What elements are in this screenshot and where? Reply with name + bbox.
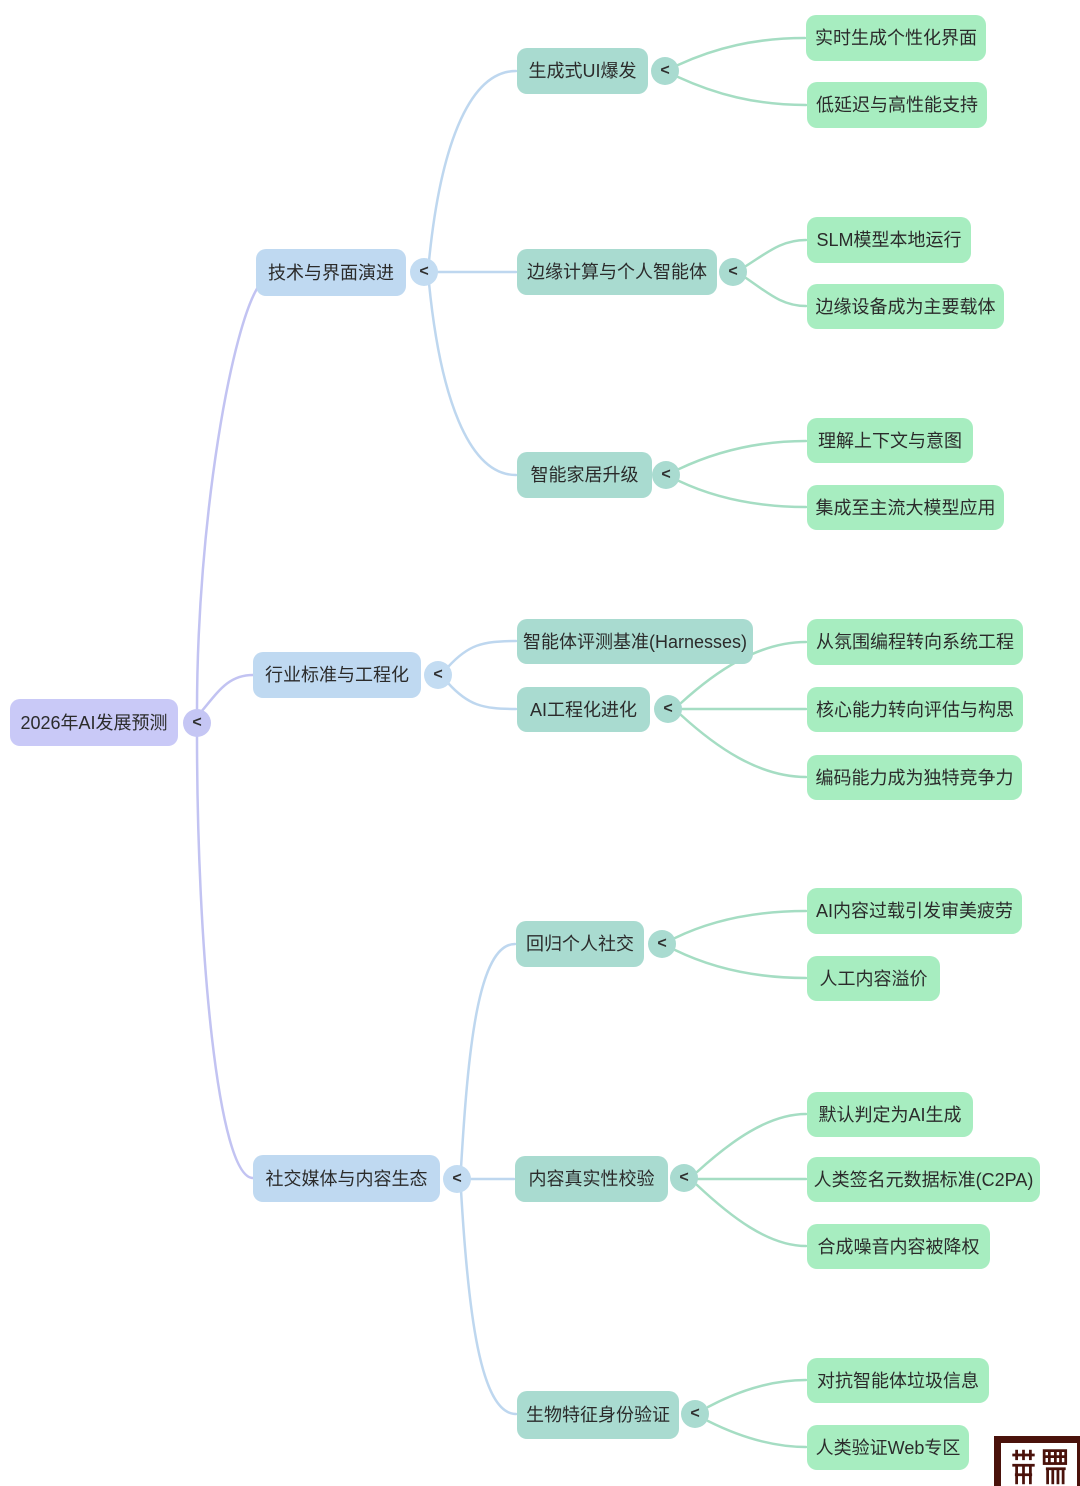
- leaf-node-realtime-personalized-ui[interactable]: 实时生成个性化界面: [806, 15, 986, 61]
- leaf-node-anti-agent-spam[interactable]: 对抗智能体垃圾信息: [807, 1358, 989, 1403]
- branch-connectors: [427, 69, 518, 1416]
- connector: [679, 713, 808, 779]
- leaf-node-eval-and-ideation[interactable]: 核心能力转向评估与构思: [807, 687, 1023, 732]
- leaf-node-coding-competitiveness[interactable]: 编码能力成为独特竞争力: [807, 755, 1022, 800]
- collapse-indicator-content-authenticity[interactable]: <: [670, 1164, 698, 1192]
- connector: [459, 1188, 518, 1416]
- branch-node-social-content[interactable]: 社交媒体与内容生态: [253, 1155, 440, 1202]
- branch-node-tech-interface[interactable]: 技术与界面演进: [256, 249, 406, 296]
- collapse-indicator-tech-interface[interactable]: <: [410, 258, 438, 286]
- collapse-indicator-personal-social[interactable]: <: [648, 930, 676, 958]
- connector: [459, 942, 517, 1170]
- connector: [199, 673, 255, 714]
- connector: [427, 69, 518, 263]
- topic-node-ai-engineering[interactable]: AI工程化进化: [517, 687, 650, 732]
- leaf-node-default-ai-generated[interactable]: 默认判定为AI生成: [807, 1092, 973, 1137]
- collapse-indicator-smart-home[interactable]: <: [652, 461, 680, 489]
- connector: [673, 909, 808, 940]
- topic-node-generative-ui[interactable]: 生成式UI爆发: [517, 48, 648, 94]
- root-connectors: [195, 282, 262, 1180]
- topic-node-edge-computing[interactable]: 边缘计算与个人智能体: [517, 249, 717, 295]
- leaf-node-llm-app-integration[interactable]: 集成至主流大模型应用: [807, 485, 1004, 530]
- collapse-indicator-social-content[interactable]: <: [443, 1165, 471, 1193]
- leaf-node-c2pa-metadata[interactable]: 人类签名元数据标准(C2PA): [807, 1157, 1040, 1202]
- collapse-indicator-root[interactable]: <: [183, 709, 211, 737]
- root-node[interactable]: 2026年AI发展预测: [10, 699, 178, 746]
- leaf-node-slm-local[interactable]: SLM模型本地运行: [807, 217, 971, 263]
- connector: [427, 281, 518, 477]
- leaf-node-human-verified-web-zone[interactable]: 人类验证Web专区: [807, 1425, 969, 1470]
- connector: [195, 282, 262, 713]
- red-seal-watermark: [994, 1436, 1080, 1486]
- topic-node-personal-social[interactable]: 回归个人社交: [516, 921, 644, 967]
- connector: [676, 36, 807, 67]
- connector: [446, 681, 518, 711]
- collapse-indicator-generative-ui[interactable]: <: [651, 57, 679, 85]
- connector: [695, 1112, 808, 1174]
- connector: [706, 1378, 808, 1409]
- connector: [195, 733, 255, 1180]
- connector: [676, 75, 808, 107]
- leaf-node-low-latency-performance[interactable]: 低延迟与高性能支持: [807, 82, 987, 128]
- connector: [744, 238, 808, 268]
- topic-node-agent-harnesses[interactable]: 智能体评测基准(Harnesses): [517, 619, 753, 664]
- collapse-indicator-biometric-identity[interactable]: <: [681, 1400, 709, 1428]
- connector: [706, 1419, 808, 1449]
- leaf-node-vibe-to-system-engineering[interactable]: 从氛围编程转向系统工程: [807, 619, 1023, 665]
- leaf-node-synthetic-noise-downranked[interactable]: 合成噪音内容被降权: [807, 1224, 990, 1269]
- connector: [677, 479, 808, 509]
- connector: [677, 439, 808, 471]
- connector: [695, 1183, 808, 1248]
- leaf-node-context-intent[interactable]: 理解上下文与意图: [807, 418, 973, 463]
- collapse-indicator-industry-standards[interactable]: <: [424, 661, 452, 689]
- leaf-node-human-content-premium[interactable]: 人工内容溢价: [807, 956, 940, 1001]
- collapse-indicator-ai-engineering[interactable]: <: [654, 695, 682, 723]
- leaf-node-ai-content-fatigue[interactable]: AI内容过载引发审美疲劳: [807, 888, 1022, 934]
- connector: [673, 948, 808, 980]
- branch-node-industry-standards[interactable]: 行业标准与工程化: [253, 652, 421, 698]
- seal-glyphs: [1012, 1449, 1068, 1485]
- connector: [744, 276, 808, 308]
- leaf-node-edge-device-carrier[interactable]: 边缘设备成为主要载体: [807, 284, 1004, 329]
- topic-node-biometric-identity[interactable]: 生物特征身份验证: [517, 1391, 679, 1439]
- topic-node-smart-home[interactable]: 智能家居升级: [517, 452, 652, 498]
- collapse-indicator-edge-computing[interactable]: <: [719, 258, 747, 286]
- topic-node-content-authenticity[interactable]: 内容真实性校验: [515, 1156, 668, 1202]
- connector: [446, 639, 518, 669]
